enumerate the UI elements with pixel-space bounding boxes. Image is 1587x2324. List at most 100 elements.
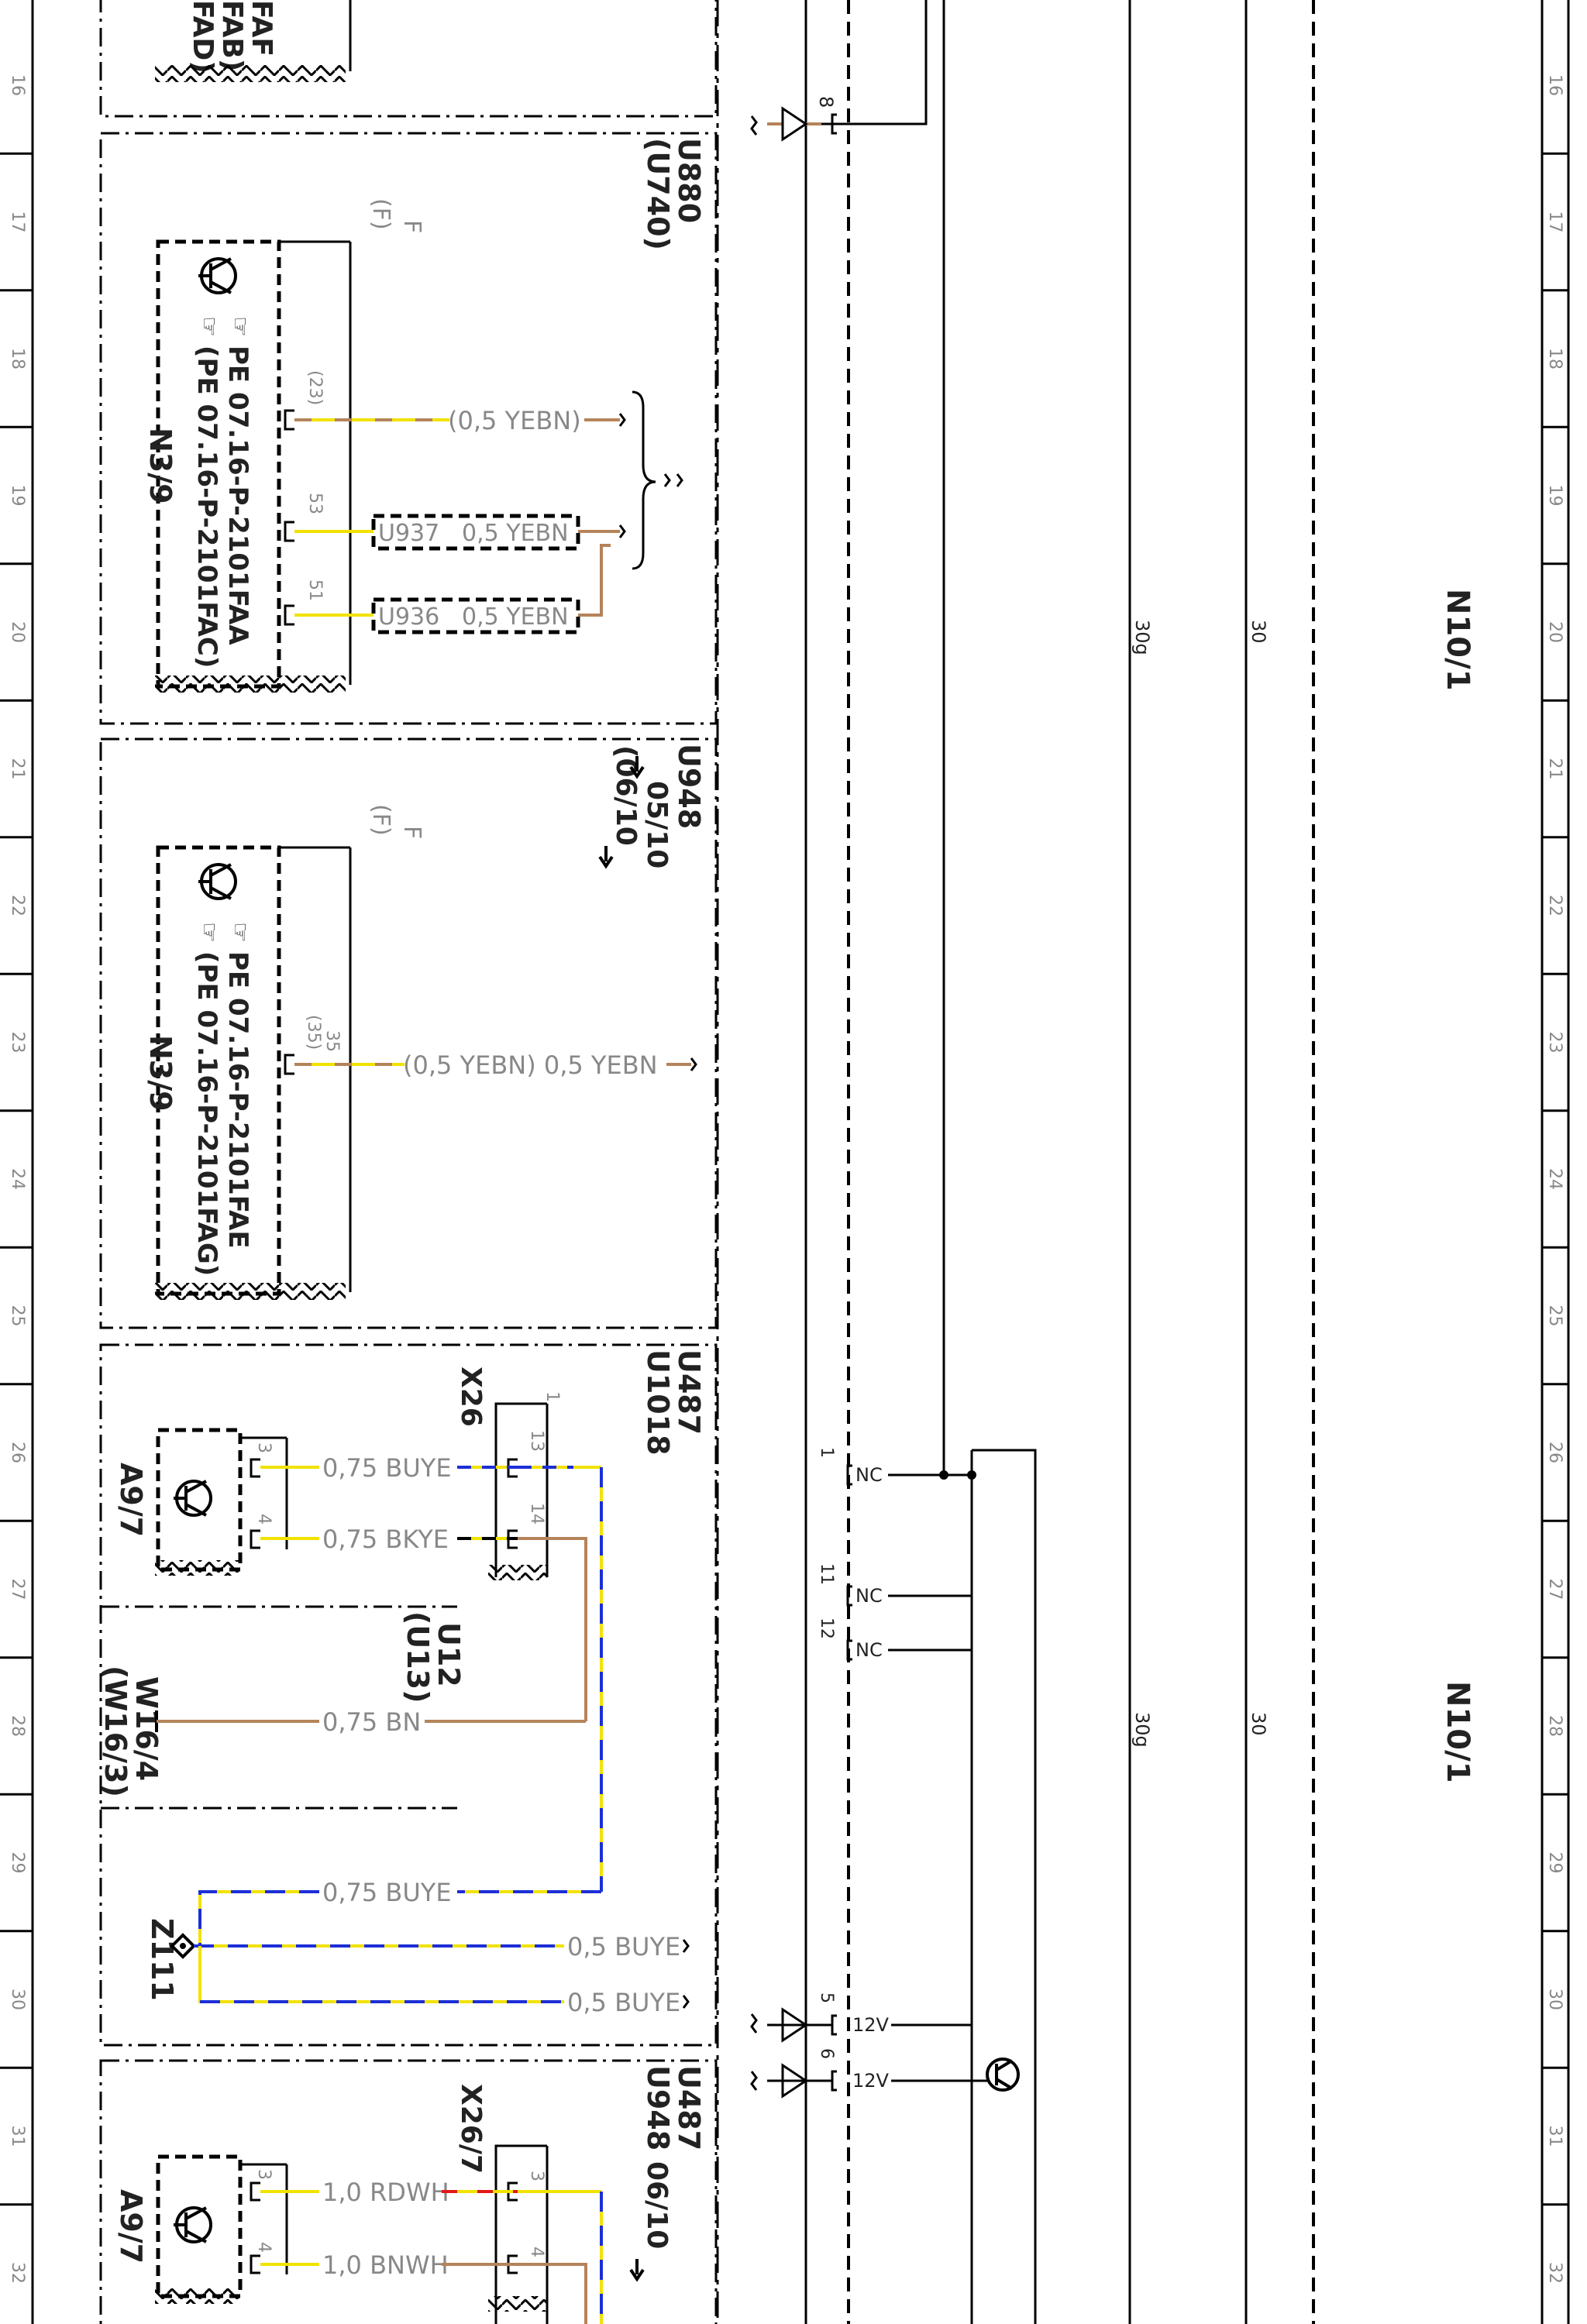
wire-075-buye: 0,75 BUYE (322, 1453, 452, 1483)
pin-8-line: 8 (750, 0, 928, 142)
wire-10-bnwh: 1,0 BNWH (322, 2250, 449, 2280)
grid-row-label: 18 (8, 348, 27, 370)
u880-code-alt: (U740) (641, 138, 675, 250)
wire-05-buye-2: 0,5 BUYE (567, 1988, 680, 2017)
a9-7-label: A9/7 (114, 1463, 148, 1537)
wire-075-bkye: 0,75 BKYE (322, 1525, 449, 1554)
grid-row-label: 31 (8, 2126, 27, 2147)
pin-8-label: 8 (815, 96, 837, 108)
bus-30g-label-2: 30g (1131, 1712, 1153, 1748)
u880-box-2-code: U936 (378, 603, 439, 631)
grid-row-label: 24 (8, 1168, 27, 1190)
a9-7-pin-4: 4 (254, 1514, 274, 1525)
top-block: FAF FAB) FAD) (155, 0, 352, 82)
a9-7-pin-3-b: 3 (254, 2169, 274, 2180)
pin-12-label: 12 (817, 1618, 836, 1639)
nc-label-2: NC (855, 1585, 883, 1607)
pin-6-12v: 6 12V (750, 2048, 1003, 2099)
a9-7-label-2: A9/7 (114, 2189, 148, 2264)
grid-row-label: 24 (1545, 1168, 1565, 1190)
grid-row-label: 32 (8, 2262, 27, 2284)
u948-ref-2: (PE 07.16-P-2101FAG) (191, 951, 222, 1276)
grid-row-label: 29 (8, 1852, 27, 1874)
u487b-fwd: 06/10 (641, 2161, 673, 2249)
a9-7-pin-4-b: 4 (254, 2242, 274, 2253)
grid-row-label: 16 (8, 74, 27, 96)
u487a-code-2: U1018 (641, 1349, 675, 1456)
wire-075-buye-2: 0,75 BUYE (322, 1878, 452, 1907)
x26-7-pin-4: 4 (527, 2247, 546, 2257)
u948-wire: (0,5 YEBN) 0,5 YEBN (403, 1050, 658, 1080)
arrow-down-icon (629, 2259, 645, 2282)
grid-row-label: 28 (1545, 1715, 1565, 1737)
grid-row-label: 23 (1545, 1032, 1565, 1054)
grid-row-label: 25 (8, 1305, 27, 1327)
u880-ref-2: (PE 07.16-P-2101FAC) (191, 346, 222, 668)
pin-1-label: 1 (817, 1447, 836, 1458)
x26-pin-top: 1 (542, 1391, 562, 1402)
top-code-2: FAB) (216, 0, 248, 71)
x26-pin-14: 14 (527, 1503, 546, 1525)
u880-box-1-wire: 0,5 YEBN (462, 520, 569, 547)
u880-pin-f: F (398, 220, 425, 233)
hand-pointer-icon: ☞ (226, 316, 253, 337)
grid-row-label: 21 (8, 758, 27, 780)
grid-row-label: 25 (1545, 1305, 1565, 1327)
u948-pin-35-alt: (35) (304, 1015, 323, 1050)
break-icon (750, 2071, 758, 2091)
grid-row-label: 19 (8, 485, 27, 507)
u880-box-2-wire: 0,5 YEBN (462, 603, 569, 631)
top-code-1: FAF (246, 0, 277, 57)
u880-code: U880 (672, 138, 706, 223)
hand-pointer-icon: ☞ (226, 922, 253, 943)
grid-frame (31, 0, 1570, 2324)
wire-10-rdwh: 1,0 RDWH (322, 2178, 449, 2207)
grid-row-label: 27 (1545, 1579, 1565, 1600)
grid-row-label: 16 (1545, 74, 1565, 96)
grid-row-label: 22 (1545, 895, 1565, 916)
grid-row-label: 28 (8, 1715, 27, 1737)
z111-label: Z111 (145, 1918, 179, 2001)
grid-row-label: 18 (1545, 348, 1565, 370)
x26-7-pin-3: 3 (527, 2171, 546, 2181)
u880-pin-53: 53 (305, 493, 325, 514)
transistor-icon (174, 2206, 212, 2243)
grid-row-label: 19 (1545, 485, 1565, 507)
block-borders (99, 0, 718, 2324)
block-u487-b: U487 U948 06/10 X26/7 3 4 A9/7 3 4 (114, 2065, 706, 2324)
grid-row-label: 17 (8, 211, 27, 233)
grid-row-label: 27 (8, 1579, 27, 1600)
u880-pin-f-alt: (F) (367, 198, 394, 230)
u948-ref-1: PE 07.16-P-2101FAE (222, 951, 253, 1249)
pin-6-label: 6 (817, 2048, 836, 2059)
pin-1-nc: 1 NC (817, 1447, 944, 1486)
pin-11-nc: 11 NC (817, 1563, 972, 1607)
bus-lines (716, 0, 1315, 2324)
junction-diamond-icon (170, 1933, 196, 1959)
break-icon (750, 115, 758, 136)
u487a-code-1: U487 (672, 1349, 706, 1435)
grid-row-label: 31 (1545, 2126, 1565, 2147)
u948-fwd: 05/10 (641, 781, 673, 868)
module-name-1: N10/1 (1440, 589, 1475, 691)
u948-pin-f: F (398, 826, 425, 839)
u948-pin-35: 35 (322, 1030, 342, 1052)
u880-box-1-code: U937 (378, 520, 439, 547)
grid-row-label: 26 (8, 1442, 27, 1463)
hand-pointer-icon-2: ☞ (195, 922, 222, 943)
u880-wire-1: (0,5 YEBN) (448, 406, 581, 435)
nc-label-3: NC (855, 1639, 883, 1661)
pin-5-12v: 5 12V (750, 1992, 972, 2043)
module-name-2: N10/1 (1440, 1681, 1475, 1783)
brace (632, 390, 656, 570)
u880-ref-1: PE 07.16-P-2101FAA (222, 346, 253, 645)
block-u487-a: U487 U1018 X26 1 13 14 A9/7 3 4 (98, 1349, 706, 2017)
bus-labels: 30g 30 30g 30 N10/1 N10/1 (1131, 589, 1475, 1783)
u880-name: N3/9 (143, 428, 177, 504)
grid-row-label: 22 (8, 895, 27, 916)
block-u880: U880 (U740) ☞ ☞ PE 07.16-P-2101FAA (PE 0… (143, 138, 706, 693)
grid-row-label: 21 (1545, 758, 1565, 780)
grid-row-label: 32 (1545, 2262, 1565, 2284)
grid-row-label: 29 (1545, 1852, 1565, 1874)
